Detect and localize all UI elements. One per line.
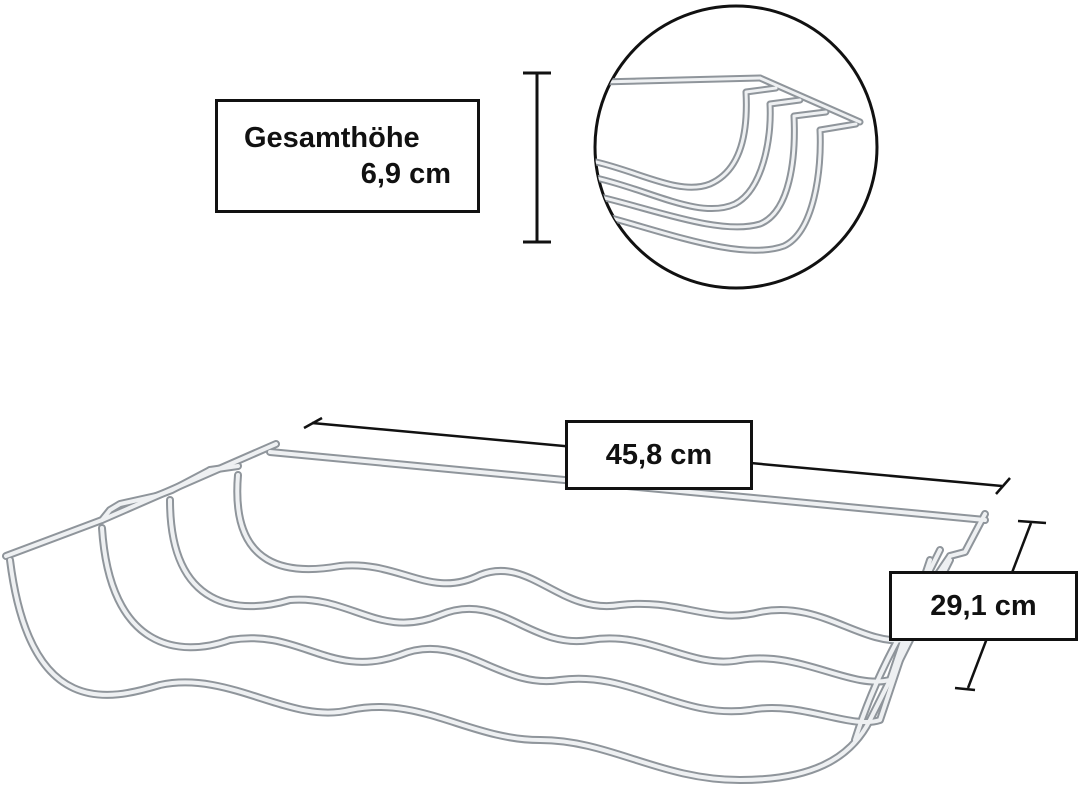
depth-label: 29,1 cm [889, 571, 1078, 641]
height-dimension-bar [523, 71, 551, 244]
detail-magnifier [593, 4, 879, 290]
total-height-value: 6,9 cm [360, 158, 451, 190]
total-height-label: Gesamthöhe 6,9 cm [215, 99, 480, 213]
wine-rack-wires [2, 440, 989, 784]
total-height-title: Gesamthöhe [244, 122, 420, 154]
length-label: 45,8 cm [565, 420, 753, 490]
